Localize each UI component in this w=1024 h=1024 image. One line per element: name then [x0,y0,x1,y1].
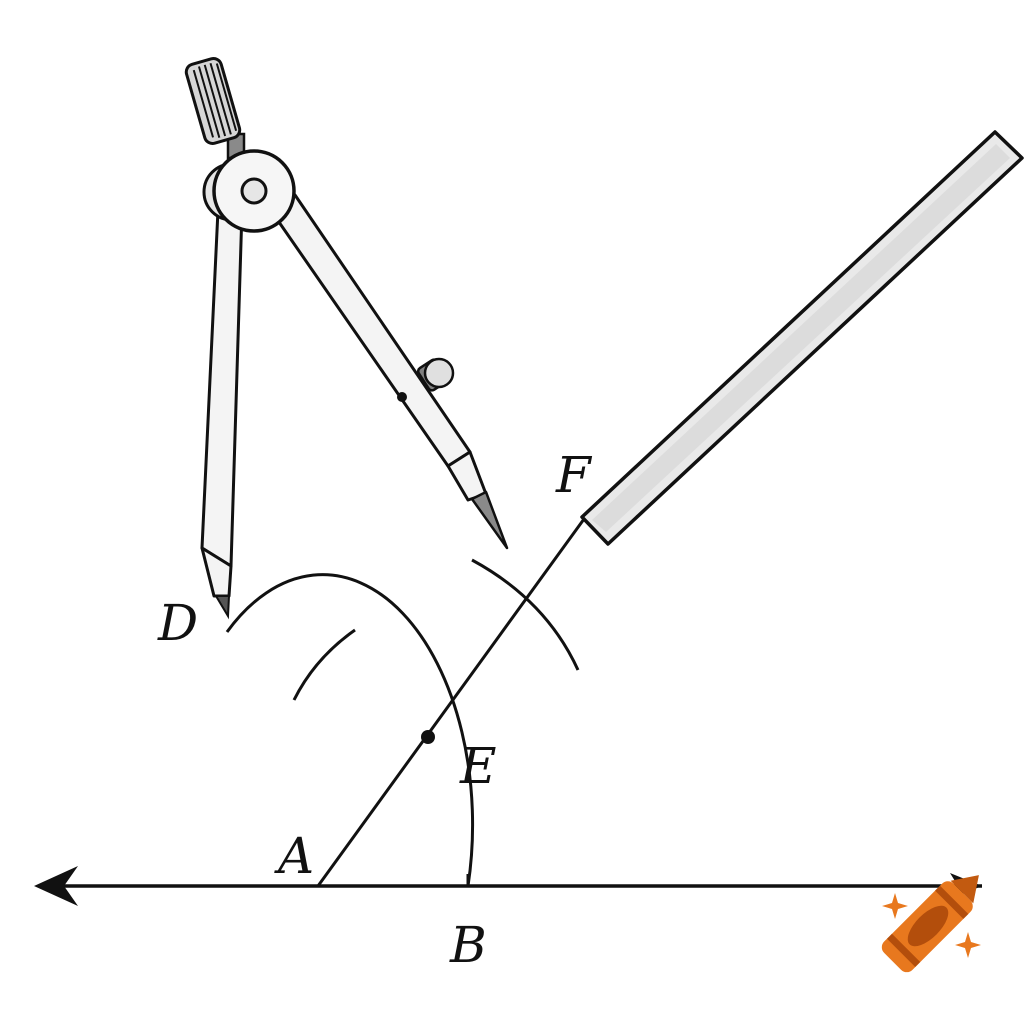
base-line [34,866,982,906]
ray-a-f [316,518,586,887]
ruler-icon [580,130,1024,546]
label-d: D [157,594,198,652]
sparkle-icon [882,893,908,919]
label-f: F [555,446,593,504]
compass-icon [184,57,509,620]
label-b: B [449,916,487,974]
point-e-dot [421,730,435,744]
crayon-icon [881,875,979,973]
arc-b-d [225,573,475,887]
arc-mark-right [471,558,580,671]
label-a: A [274,827,314,885]
sparkle-icon [955,932,981,958]
label-e: E [459,737,497,795]
arc-mark-left [292,628,356,701]
